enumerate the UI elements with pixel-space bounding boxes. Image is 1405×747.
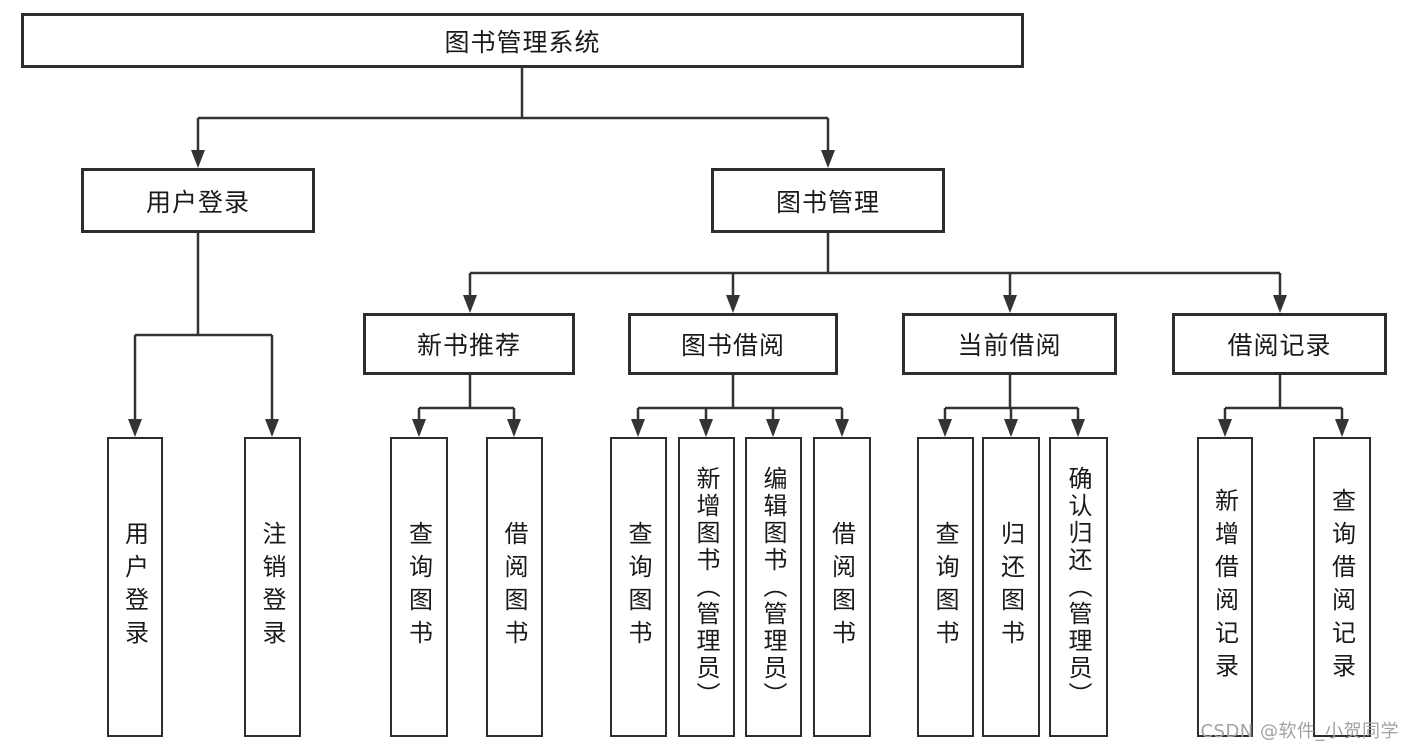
leaf-add-borrow-record: 新增借阅记录 bbox=[1197, 437, 1253, 737]
leaf-query-books-current: 查询图书 bbox=[917, 437, 974, 737]
node-label: 查询图书 bbox=[404, 521, 433, 653]
leaf-query-books-borrowing: 查询图书 bbox=[610, 437, 667, 737]
node-label: 借阅记录 bbox=[1227, 331, 1332, 360]
leaf-edit-book-admin: 编辑图书（管理员） bbox=[745, 437, 802, 737]
node-label: 借阅图书 bbox=[500, 521, 528, 653]
node-book-management-system: 图书管理系统 bbox=[21, 13, 1024, 68]
node-borrowing-records: 借阅记录 bbox=[1172, 313, 1387, 375]
node-label: 新增借阅记录 bbox=[1210, 488, 1239, 686]
node-label: 当前借阅 bbox=[957, 331, 1062, 360]
node-current-borrowing: 当前借阅 bbox=[902, 313, 1117, 375]
node-label: 归还图书 bbox=[996, 521, 1025, 653]
leaf-user-login: 用户登录 bbox=[107, 437, 163, 737]
node-label: 查询图书 bbox=[931, 521, 959, 653]
node-user-login: 用户登录 bbox=[81, 168, 315, 233]
leaf-query-books-recommend: 查询图书 bbox=[390, 437, 448, 737]
node-label: 图书借阅 bbox=[680, 331, 785, 360]
node-label: 编辑图书（管理员） bbox=[759, 465, 787, 709]
node-label: 图书管理系统 bbox=[444, 27, 601, 57]
node-label: 查询图书 bbox=[624, 521, 652, 653]
leaf-query-borrow-record: 查询借阅记录 bbox=[1313, 437, 1371, 737]
leaf-borrow-books-recommend: 借阅图书 bbox=[486, 437, 543, 737]
node-label: 用户登录 bbox=[120, 521, 149, 653]
node-label: 图书管理 bbox=[775, 187, 880, 217]
node-label: 借阅图书 bbox=[827, 521, 856, 653]
node-label: 确认归还（管理员） bbox=[1064, 465, 1092, 709]
node-new-book-recommend: 新书推荐 bbox=[363, 313, 575, 375]
leaf-logout: 注销登录 bbox=[244, 437, 301, 737]
leaf-borrow-books-borrowing: 借阅图书 bbox=[813, 437, 871, 737]
node-label: 新增图书（管理员） bbox=[692, 465, 720, 709]
node-book-management: 图书管理 bbox=[711, 168, 945, 233]
node-label: 新书推荐 bbox=[416, 331, 521, 360]
leaf-confirm-return-admin: 确认归还（管理员） bbox=[1049, 437, 1108, 737]
watermark: CSDN @软件_小贺同学 bbox=[1200, 721, 1399, 742]
node-label: 查询借阅记录 bbox=[1327, 488, 1356, 686]
node-label: 用户登录 bbox=[145, 187, 250, 217]
leaf-return-books: 归还图书 bbox=[982, 437, 1040, 737]
node-book-borrowing: 图书借阅 bbox=[628, 313, 838, 375]
leaf-add-book-admin: 新增图书（管理员） bbox=[678, 437, 735, 737]
node-label: 注销登录 bbox=[258, 521, 286, 653]
